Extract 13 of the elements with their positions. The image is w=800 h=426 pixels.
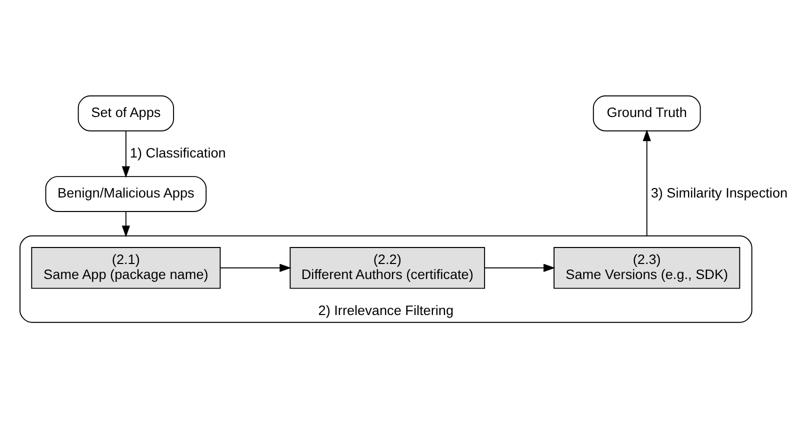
- arrow: [484, 264, 556, 272]
- node-box: Set of Apps: [78, 95, 174, 132]
- node-box: Ground Truth: [592, 95, 701, 132]
- node-box: (2.1) Same App (package name): [31, 247, 221, 289]
- arrow: [122, 211, 130, 238]
- arrow: [642, 130, 651, 236]
- arrow: [122, 130, 130, 178]
- node-box: Benign/Malicious Apps: [45, 176, 207, 212]
- node-box: (2.2) Different Authors (certificate): [290, 247, 486, 289]
- edge-label: 1) Classification: [130, 145, 226, 160]
- edge-label: 3) Similarity Inspection: [650, 186, 788, 201]
- arrow: [220, 264, 292, 272]
- node-box: (2.3) Same Versions (e.g., SDK): [554, 247, 740, 289]
